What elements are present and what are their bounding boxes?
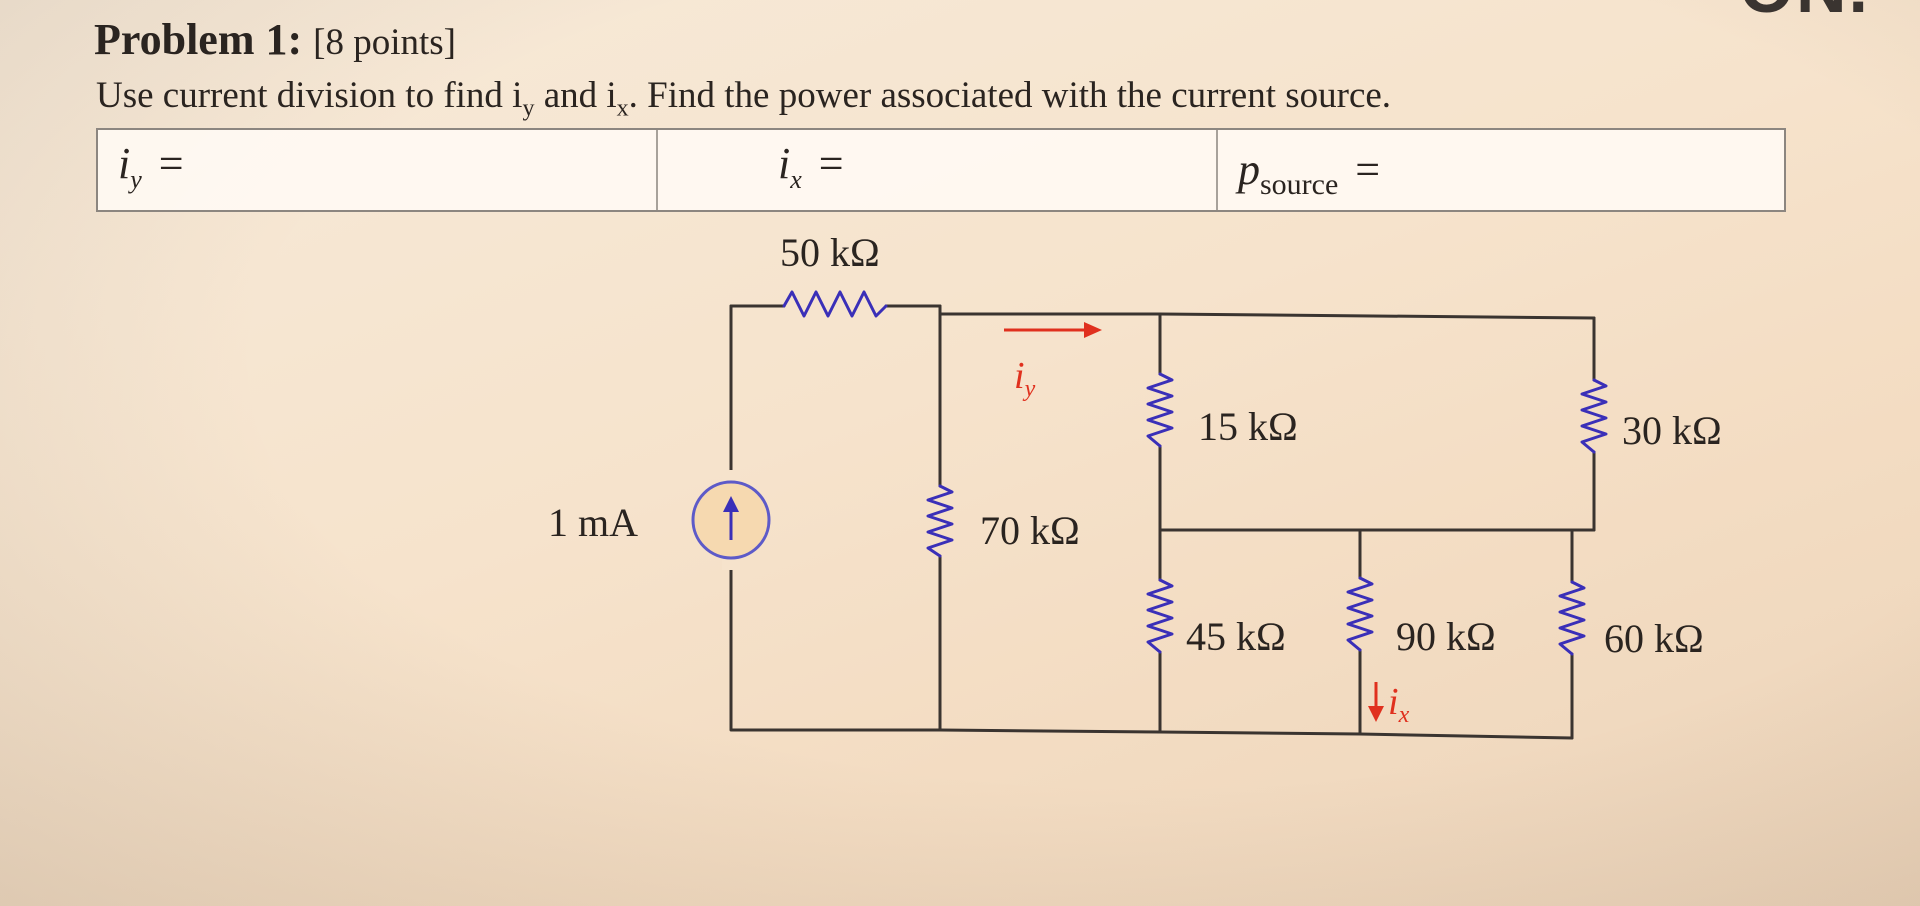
answer-cell-iy[interactable]: iy =	[98, 130, 658, 210]
p-symbol: p	[1238, 145, 1260, 194]
ix-current-arrow	[1368, 682, 1384, 722]
label-15k: 15 kΩ	[1198, 404, 1298, 449]
resistor-60k	[1558, 580, 1586, 656]
ix-label-sub: x	[1398, 702, 1410, 728]
answer-cell-psource[interactable]: psource =	[1218, 130, 1784, 210]
ix-symbol: i	[778, 139, 791, 188]
ix-label: ix	[1388, 681, 1410, 728]
p-equals: =	[1355, 145, 1381, 194]
resistor-symbols	[782, 290, 1608, 656]
iy-label-sub: y	[1023, 376, 1036, 402]
resistor-15k	[1146, 372, 1174, 448]
resistor-70k	[926, 484, 954, 558]
ix-label-main: i	[1388, 681, 1399, 723]
label-60k: 60 kΩ	[1604, 616, 1704, 661]
problem-heading: Problem 1: [8 points]	[94, 14, 456, 65]
iy-label-main: i	[1014, 355, 1025, 397]
label-30k: 30 kΩ	[1622, 408, 1722, 453]
resistor-30k	[1580, 378, 1608, 454]
label-45k: 45 kΩ	[1186, 614, 1286, 659]
p-subscript: source	[1260, 167, 1339, 201]
circuit-wires	[729, 304, 1596, 740]
iy-arrow-head	[1084, 322, 1102, 338]
wire-mid-node	[1158, 444, 1574, 532]
iy-symbol: i	[118, 139, 131, 188]
problem-instructions: Use current division to find iy and ix. …	[96, 74, 1391, 122]
resistor-90k	[1346, 576, 1374, 652]
resistor-45k	[1146, 578, 1174, 654]
label-source-value: 1 mA	[548, 500, 638, 545]
instructions-mid: and i	[534, 75, 617, 116]
ix-equals: =	[818, 139, 844, 188]
problem-label: Problem 1:	[94, 15, 303, 64]
ix-arrow-head	[1368, 706, 1384, 722]
instructions-sub-x: x	[616, 95, 629, 122]
ix-subscript: x	[790, 164, 802, 194]
answer-cell-ix[interactable]: ix =	[658, 130, 1218, 210]
iy-current-arrow	[1004, 322, 1102, 338]
answer-table: iy = ix = psource =	[96, 128, 1786, 212]
corner-text-fragment: ON.	[1740, 0, 1870, 28]
iy-subscript: y	[130, 164, 142, 194]
label-90k: 90 kΩ	[1396, 614, 1496, 659]
wire-top-right	[938, 312, 1596, 320]
problem-points: [8 points]	[313, 22, 456, 63]
label-70k: 70 kΩ	[980, 508, 1080, 553]
label-50k: 50 kΩ	[780, 230, 880, 275]
source-arrow-head	[723, 496, 739, 512]
instructions-end: . Find the power associated with the cur…	[628, 75, 1392, 116]
instructions-sub-y: y	[522, 95, 535, 122]
current-source	[691, 470, 771, 570]
wire-bottom	[938, 728, 1574, 740]
resistor-50k	[782, 290, 888, 318]
iy-equals: =	[158, 139, 184, 188]
instructions-start: Use current division to find i	[96, 75, 523, 116]
wire-left-loop	[729, 304, 942, 732]
iy-label: iy	[1014, 355, 1036, 402]
